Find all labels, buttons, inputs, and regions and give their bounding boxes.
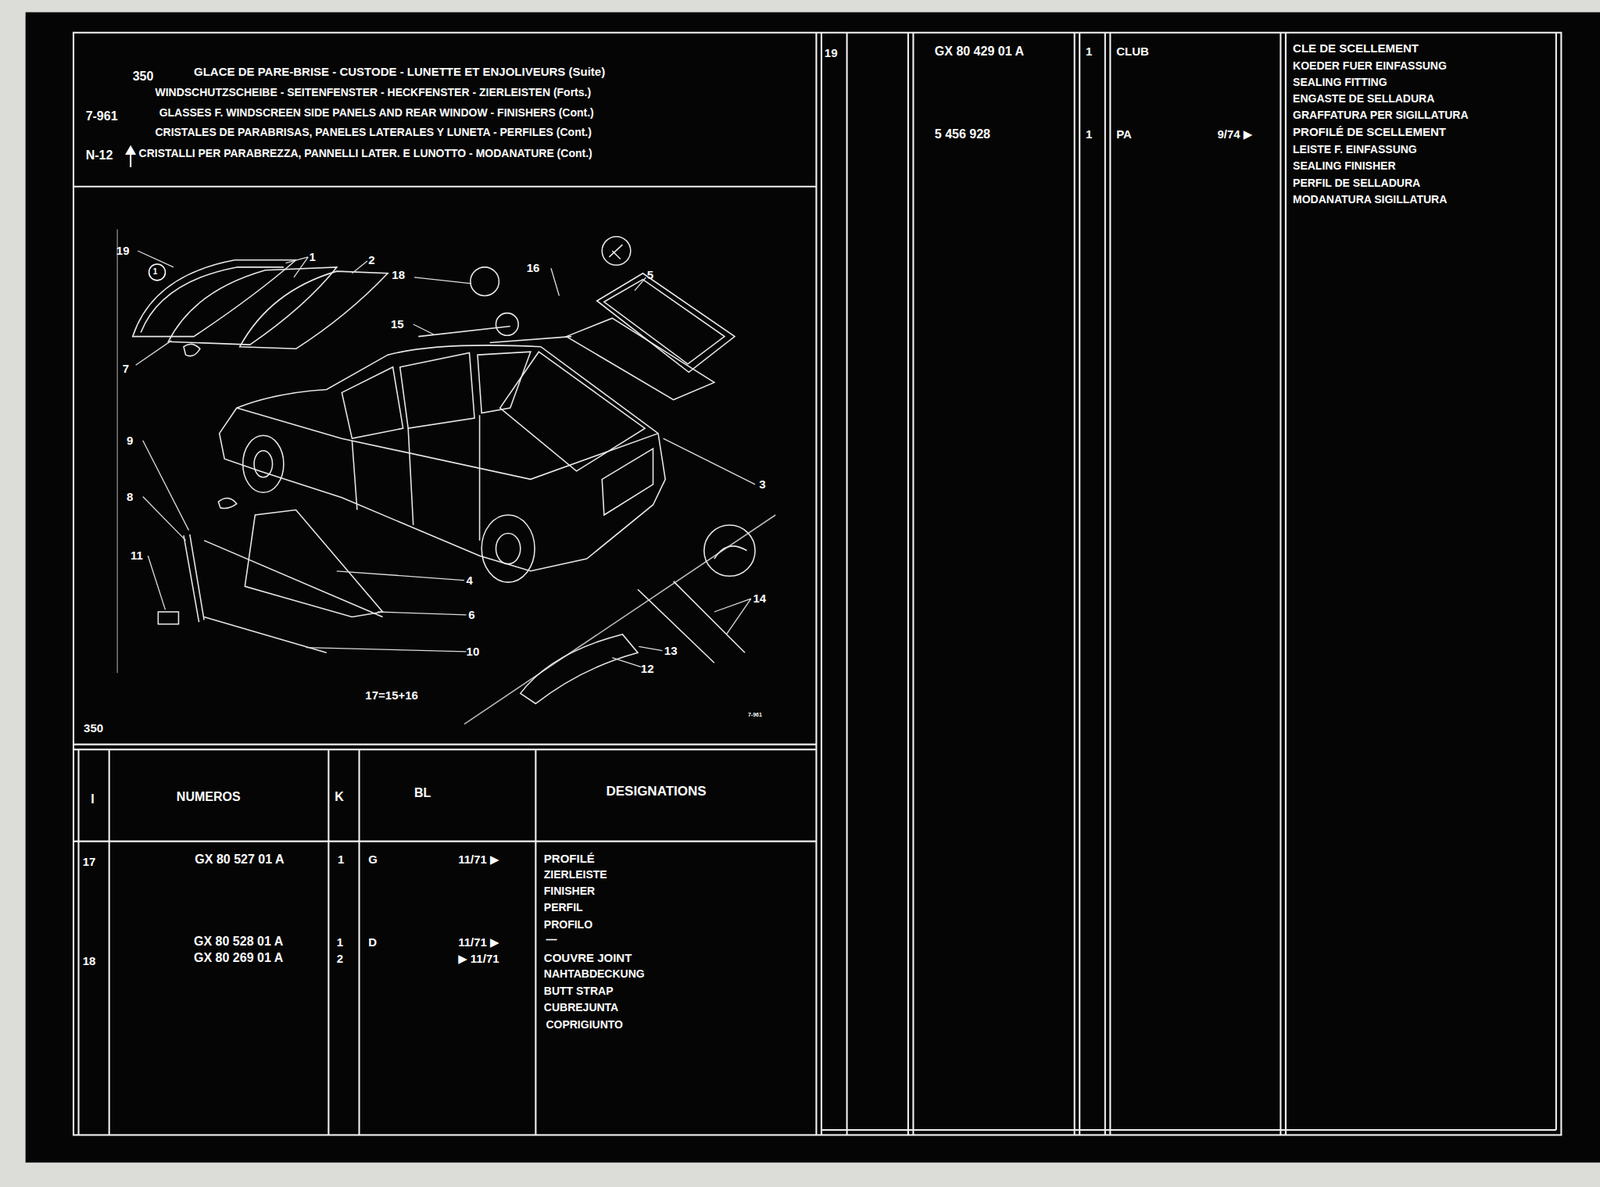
table-cell: SEALING FITTING [1292,76,1388,88]
table-cell: 11/71 ▶ [458,936,499,949]
table-grid [73,32,1561,1136]
callout-number: 13 [664,644,678,657]
table-cell: COUVRE JOINT [544,952,633,964]
table-cell: 5 456 928 [934,128,991,141]
callout-number: 11 [130,549,144,562]
callout-number: 12 [640,662,655,675]
callout-number: 2 [368,254,375,266]
leader-lines [136,250,756,667]
table-cell: COPRIGIUNTO [545,1019,623,1031]
column-header: NUMEROS [176,791,241,804]
table-cell: D [368,936,377,949]
callout-number: 16 [526,261,541,274]
column-header: I [90,793,94,806]
table-cell: 19 [824,46,838,59]
table-cell: 1 [1085,45,1092,58]
callout-number: 1 [309,250,316,263]
car-illustration [117,229,776,725]
table-cell: FINISHER [544,885,595,897]
table-cell: CUBREJUNTA [544,1002,619,1013]
film-ground [25,12,1600,1164]
callout-number: 6 [468,608,475,621]
table-cell: 9/74 ▶ [1217,128,1253,140]
table-cell: GX 80 269 01 A [193,952,283,965]
table-cell: GX 80 528 01 A [193,935,283,949]
table-cell: 1 [336,936,344,949]
table-cell: ZIERLEISTE [544,869,608,881]
table-cell: 18 [82,955,97,967]
table-cell: SEALING FINISHER [1292,160,1396,172]
table-cell: 1 [337,853,344,866]
callout-number: 17=15+16 [365,689,419,702]
title-panel: 350 GLACE DE PARE-BRISE - CUSTODE - LUNET… [73,39,817,187]
section-number: 350 [132,70,154,83]
callout-number: 8 [126,490,133,503]
table-cell: GRAFFATURA PER SIGILLATURA [1292,109,1469,121]
callout-number: 5 [647,268,654,281]
title-fr: GLACE DE PARE-BRISE - CUSTODE - LUNETTE … [193,65,605,78]
table-cell: G [368,853,378,866]
table-cell: ENGASTE DE SELLADURA [1292,93,1435,104]
title-es: CRISTALES DE PARABRISAS, PANELES LATERAL… [154,126,591,138]
column-header: BL [414,787,431,800]
figure-ref: 350 [83,722,104,734]
up-arrow [126,146,135,168]
table-cell: PERFIL DE SELLADURA [1292,177,1421,189]
callout-number: 19 [116,244,130,257]
callout-number: 15 [390,318,405,330]
table-cell: 2 [336,952,344,965]
table-cell: PERFIL [544,902,584,913]
table-cell: — [545,934,557,945]
table-cell: LEISTE F. EINFASSUNG [1292,143,1418,155]
figure-ref: 7-961 [748,712,763,718]
table-cell: BUTT STRAP [544,985,614,997]
callout-number: 1 [153,268,158,276]
table-cell: CLUB [1116,45,1149,58]
table-cell: PROFILÉ [544,852,595,865]
title-en: GLASSES F. WINDSCREEN SIDE PANELS AND RE… [159,107,595,119]
callout-number: 4 [466,574,473,587]
table-cell: MODANATURA SIGILLATURA [1292,193,1447,205]
table-cell: GX 80 527 01 A [194,853,284,867]
table-cell: GX 80 429 01 A [934,45,1024,58]
column-header: DESIGNATIONS [605,784,706,799]
callout-number: 14 [752,592,766,605]
table-cell: PA [1116,128,1132,140]
table-cell: 1 [1085,128,1092,140]
callout-number: 3 [758,478,766,491]
table-cell: PROFILO [544,919,593,931]
title-it: CRISTALLI PER PARABREZZA, PANNELLI LATER… [139,147,593,159]
callout-number: 10 [466,645,480,658]
title-de: WINDSCHUTZSCHEIBE - SEITENFENSTER - HECK… [154,86,591,98]
table-cell: PROFILÉ DE SCELLEMENT [1292,125,1447,138]
figure-ref: 7-961 [85,110,119,123]
callout-number: 9 [126,434,133,447]
table-cell: 17 [82,855,97,868]
column-header: K [334,791,344,804]
callout-number: 7 [122,362,129,375]
table-cell: ▶ 11/71 [458,952,499,965]
callout-number: 18 [391,268,405,281]
table-cell: 11/71 ▶ [458,853,499,866]
table-cell: KOEDER FUER EINFASSUNG [1292,60,1447,72]
table-cell: NAHTABDECKUNG [544,968,645,980]
callout-circle [149,264,166,281]
table-cell: CLE DE SCELLEMENT [1292,42,1419,54]
page-ref: N-12 [85,149,114,162]
